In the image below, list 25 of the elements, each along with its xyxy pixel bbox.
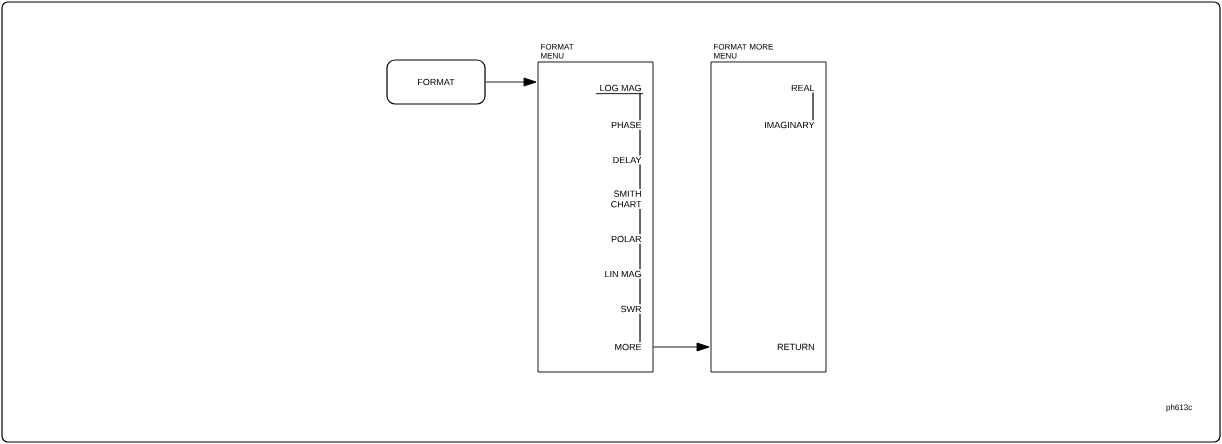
softkey-label: LOG MAG bbox=[595, 84, 644, 95]
connector-line bbox=[812, 91, 814, 121]
softkey-label: IMAGINARY bbox=[765, 121, 815, 129]
arrow bbox=[653, 342, 710, 352]
softkey-label: SWR bbox=[620, 305, 642, 313]
softkey-label: MORE bbox=[615, 343, 642, 351]
softkey-label: LIN MAG bbox=[605, 270, 641, 278]
connector-line bbox=[639, 243, 641, 270]
connector-line bbox=[639, 278, 641, 305]
softkey-label: SMITH CHART bbox=[611, 190, 642, 208]
connector-line bbox=[639, 129, 641, 157]
arrow bbox=[485, 77, 537, 87]
figure-code: ph613c bbox=[1166, 404, 1193, 412]
connector-line bbox=[639, 92, 641, 121]
connector-line bbox=[639, 163, 641, 190]
node-label: FORMAT MORE MENU bbox=[714, 43, 773, 59]
softkey-label: DELAY bbox=[613, 156, 642, 164]
softkey-label: POLAR bbox=[611, 235, 642, 243]
connector-line bbox=[639, 208, 641, 235]
key-button: FORMAT bbox=[386, 59, 486, 105]
node-label: FORMAT MENU bbox=[541, 43, 574, 59]
softkey-label: PHASE bbox=[611, 121, 642, 129]
softkey-label: REAL bbox=[791, 84, 815, 92]
connector-line bbox=[639, 313, 641, 343]
softkey-label: RETURN bbox=[777, 343, 814, 351]
